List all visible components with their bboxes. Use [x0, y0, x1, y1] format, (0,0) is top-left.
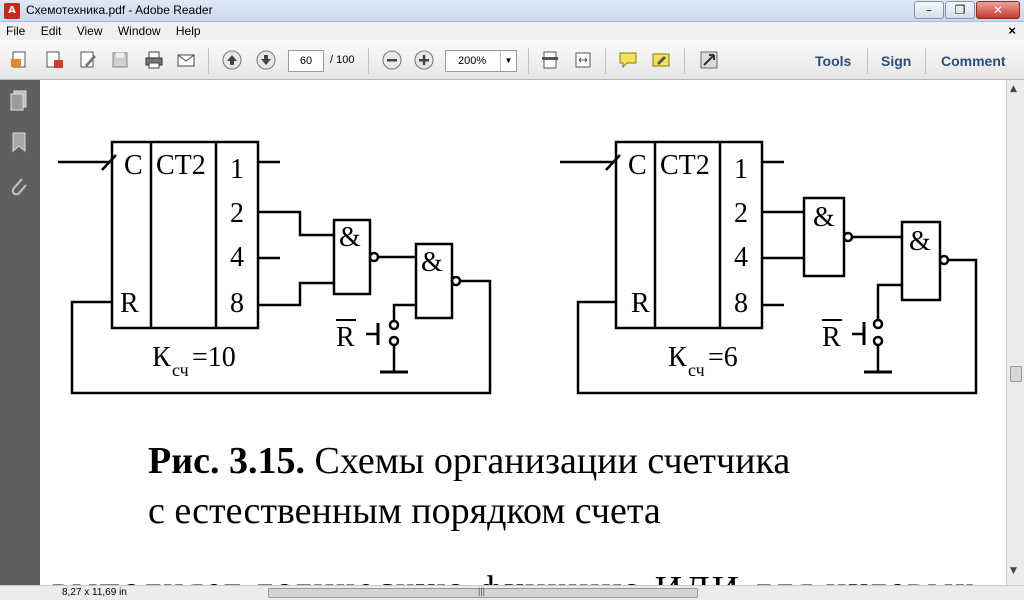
- pages-icon[interactable]: [8, 88, 30, 112]
- fit-page-icon[interactable]: [538, 48, 562, 72]
- zoom-value: 200%: [458, 55, 487, 67]
- menu-help[interactable]: Help: [175, 24, 201, 38]
- right-k-base: К: [668, 342, 687, 373]
- pdf-icon: A: [4, 3, 20, 19]
- menu-window[interactable]: Window: [117, 24, 161, 38]
- fullscreen-icon[interactable]: [697, 48, 721, 72]
- right-output-8: 8: [734, 288, 748, 319]
- highlight-icon[interactable]: [649, 48, 673, 72]
- toolbar-separator: [605, 48, 606, 74]
- menu-view[interactable]: View: [76, 24, 103, 38]
- left-k-base: К: [152, 342, 171, 373]
- minimize-button[interactable]: –: [914, 1, 944, 19]
- sign-button[interactable]: Sign: [881, 53, 912, 69]
- right-counter-label: CT2: [660, 150, 710, 181]
- page-number-input[interactable]: 60: [288, 50, 324, 72]
- circuit-figure: C CT2 R 1 2 4 8 & & R К сч =10 C CT2 R 1…: [58, 140, 978, 395]
- toolbar-separator: [208, 48, 209, 74]
- maximize-button[interactable]: ❐: [945, 1, 975, 19]
- create-pdf-icon[interactable]: [8, 48, 32, 72]
- right-output-4: 4: [734, 242, 748, 273]
- comment-button[interactable]: Comment: [941, 53, 1006, 69]
- figure-caption: Рис. 3.15. Схемы организации счетчика с …: [148, 436, 790, 536]
- fit-width-icon[interactable]: [571, 48, 595, 72]
- title-bar: A Схемотехника.pdf - Adobe Reader – ❐ ✕: [0, 0, 1024, 22]
- window-controls: – ❐ ✕: [914, 1, 1020, 19]
- caption-line-1: Рис. 3.15. Схемы организации счетчика: [148, 436, 790, 486]
- close-document-icon[interactable]: ×: [1008, 23, 1016, 38]
- page-size: 8,27 x 11,69 in: [62, 587, 127, 598]
- left-reset-label: R: [120, 288, 139, 319]
- left-k-sub: сч: [172, 360, 189, 380]
- window-title: Схемотехника.pdf - Adobe Reader: [26, 3, 213, 17]
- right-reset-label: R: [631, 288, 650, 319]
- grip-icon: |||: [478, 586, 486, 596]
- horizontal-scroll-thumb[interactable]: [268, 588, 698, 598]
- edit-pdf-icon[interactable]: [76, 48, 100, 72]
- toolbar-separator: [925, 48, 926, 74]
- right-k-sub: сч: [688, 360, 705, 380]
- right-output-2: 2: [734, 198, 748, 229]
- chevron-down-icon[interactable]: ▼: [500, 51, 516, 71]
- left-button-label: R: [336, 322, 355, 353]
- document-view[interactable]: C CT2 R 1 2 4 8 & & R К сч =10 C CT2 R 1…: [40, 80, 1006, 585]
- caption-number: Рис. 3.15.: [148, 440, 305, 482]
- left-k-value: =10: [192, 342, 236, 373]
- right-button-label: R: [822, 322, 841, 353]
- right-output-1: 1: [734, 154, 748, 185]
- save-icon[interactable]: [108, 48, 132, 72]
- email-icon[interactable]: [174, 48, 198, 72]
- vertical-scrollbar[interactable]: ▲ ▼: [1006, 80, 1024, 585]
- menu-file[interactable]: File: [6, 24, 26, 38]
- toolbar-separator: [684, 48, 685, 74]
- navigation-panel: [0, 80, 40, 585]
- menu-bar: File Edit View Window Help ×: [0, 22, 1024, 40]
- previous-page-icon[interactable]: [220, 48, 244, 72]
- body-text: выполняет логическую функцию ИЛИ для нул…: [52, 568, 976, 585]
- toolbar-separator: [528, 48, 529, 74]
- toolbar-separator: [368, 48, 369, 74]
- right-gate2-label: &: [909, 226, 931, 257]
- left-output-2: 2: [230, 198, 244, 229]
- caption-text-1: Схемы организации счетчика: [304, 440, 791, 482]
- left-counter-label: CT2: [156, 150, 206, 181]
- zoom-select[interactable]: 200% ▼: [445, 50, 517, 72]
- right-k-value: =6: [708, 342, 738, 373]
- next-page-icon[interactable]: [254, 48, 278, 72]
- sticky-note-icon[interactable]: [616, 48, 640, 72]
- caption-text-2: с естественным порядком счета: [148, 490, 661, 532]
- toolbar: 60 / 100 200% ▼ Tools Sign Comment: [0, 40, 1024, 80]
- status-bar: 8,27 x 11,69 in |||: [0, 585, 1024, 600]
- zoom-out-icon[interactable]: [380, 48, 404, 72]
- zoom-in-icon[interactable]: [412, 48, 436, 72]
- left-gate2-label: &: [421, 247, 443, 278]
- right-gate1-label: &: [813, 202, 835, 233]
- left-gate1-label: &: [339, 222, 361, 253]
- toolbar-separator: [867, 48, 868, 74]
- convert-pdf-icon[interactable]: [42, 48, 66, 72]
- menu-edit[interactable]: Edit: [40, 24, 62, 38]
- scroll-thumb[interactable]: [1010, 366, 1022, 382]
- right-clock-label: C: [628, 150, 647, 181]
- tools-button[interactable]: Tools: [815, 53, 852, 69]
- page-total: / 100: [330, 54, 355, 66]
- bookmarks-icon[interactable]: [8, 130, 30, 154]
- left-clock-label: C: [124, 150, 143, 181]
- print-icon[interactable]: [142, 48, 166, 72]
- left-output-1: 1: [230, 154, 244, 185]
- scroll-up-icon[interactable]: ▲: [1010, 84, 1017, 94]
- close-button[interactable]: ✕: [976, 1, 1020, 19]
- scroll-down-icon[interactable]: ▼: [1010, 566, 1017, 576]
- attachments-icon[interactable]: [8, 174, 30, 198]
- left-output-8: 8: [230, 288, 244, 319]
- left-output-4: 4: [230, 242, 244, 273]
